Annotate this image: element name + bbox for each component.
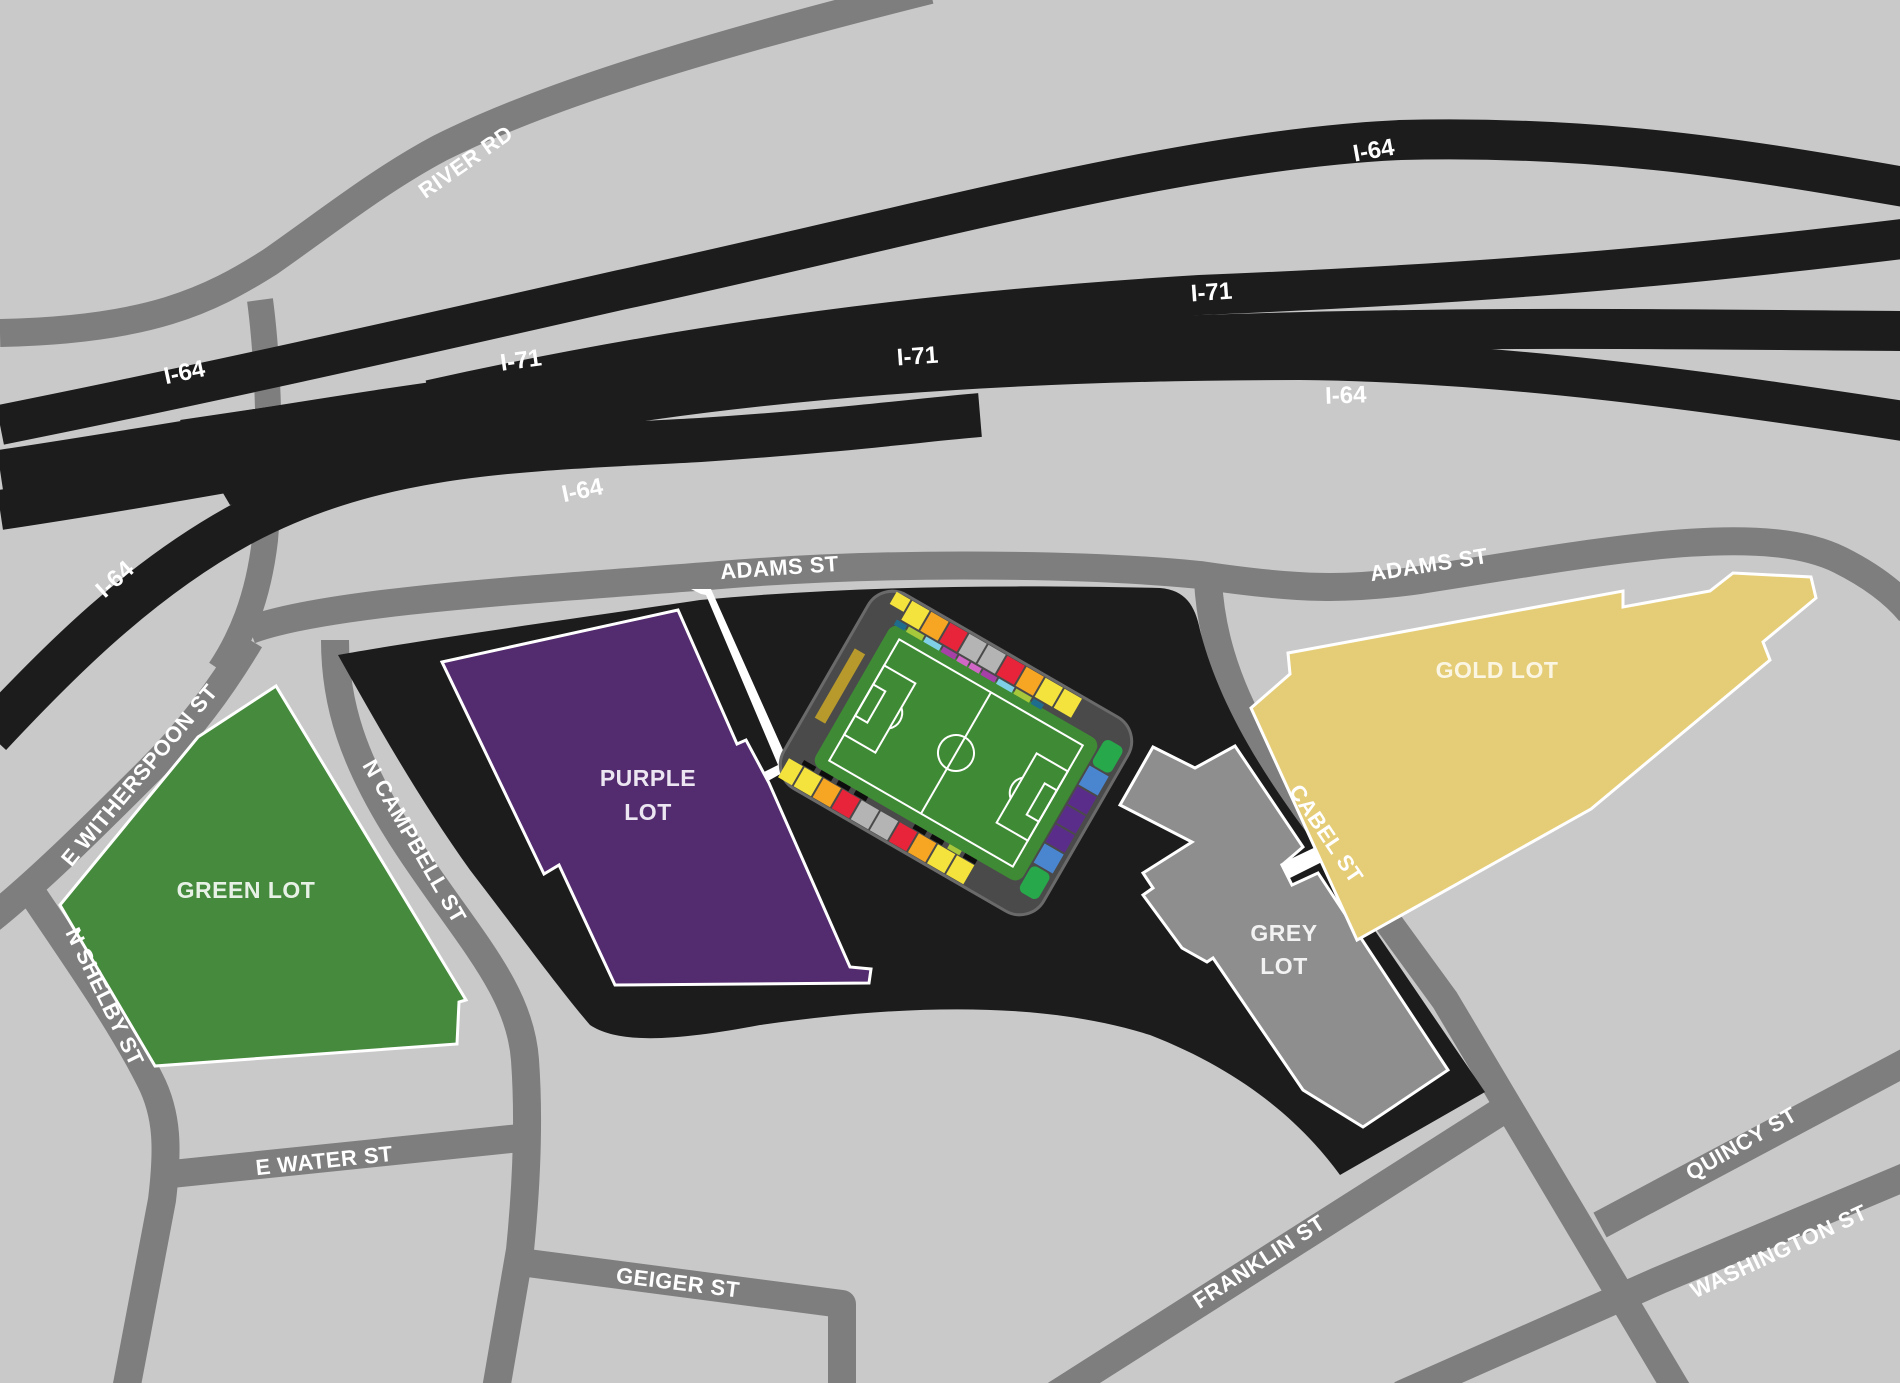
road-geiger-st — [518, 1248, 856, 1383]
stand-north — [889, 591, 1083, 718]
label-i71-mid: I-71 — [896, 342, 939, 372]
road-e-water-st — [160, 1124, 522, 1189]
road-quincy-st — [1593, 1049, 1900, 1238]
road-n-campbell-st — [321, 639, 542, 1383]
road-franklin-st — [1047, 1100, 1508, 1383]
access-strip-purple — [691, 589, 791, 781]
label-green-lot: GREEN LOT — [177, 877, 316, 903]
road-river-rd — [0, 0, 934, 347]
lot-green[interactable] — [58, 683, 469, 1068]
road-washington-st — [1394, 1164, 1900, 1383]
label-purple-lot-line2: LOT — [624, 799, 672, 825]
label-gold-lot: GOLD LOT — [1436, 657, 1559, 683]
highway-i64-diag — [0, 393, 982, 751]
road-n-shelby-st — [18, 882, 180, 1383]
highway-network — [0, 119, 1900, 751]
label-i71-upper: I-71 — [1190, 278, 1233, 308]
stand-south — [778, 758, 978, 885]
label-grey-lot-line1: GREY — [1250, 920, 1317, 946]
lot-grey[interactable] — [1117, 744, 1451, 1129]
lot-purple[interactable] — [439, 608, 873, 987]
lot-gold[interactable] — [1249, 571, 1818, 943]
label-i71-left: I-71 — [499, 344, 544, 376]
stadium[interactable] — [770, 581, 1142, 925]
stand-west — [814, 648, 866, 724]
label-purple-lot-line1: PURPLE — [600, 765, 696, 791]
label-grey-lot-line2: LOT — [1260, 953, 1308, 979]
road-cabel-st — [1194, 579, 1690, 1383]
road-adams-st — [245, 527, 1900, 644]
pitch-markings — [827, 638, 1085, 868]
highway-i64-top — [0, 119, 1900, 445]
road-e-witherspoon-st — [0, 632, 263, 930]
lot-labels: GREEN LOT PURPLE LOT GREY LOT GOLD LOT — [177, 657, 1559, 979]
stand-east — [1019, 739, 1123, 900]
label-i64-right: I-64 — [1325, 381, 1368, 409]
highway-merge-fill — [180, 355, 620, 505]
